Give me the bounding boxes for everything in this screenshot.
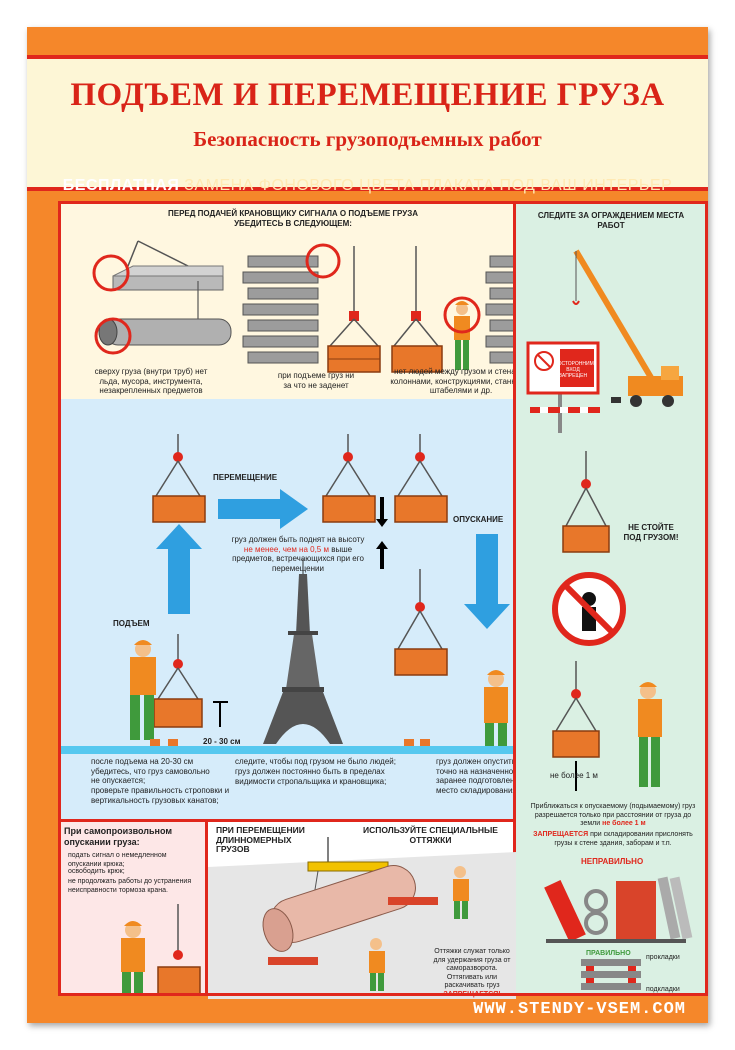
banner-text: ЗАМЕНА ФОНОВОГО ЦВЕТА ПЛАКАТА ПОД ВАШ ИН… xyxy=(184,177,673,194)
dont-stand-under-load: НЕ СТОЙТЕ ПОД ГРУЗОМ! xyxy=(623,523,679,542)
label-lower: ОПУСКАНИЕ xyxy=(453,515,504,524)
label-pads-bottom: подкладки xyxy=(646,986,680,993)
tagline-note-text: Оттяжки служат только для удержания груз… xyxy=(433,948,511,989)
tagline-note-red: ЗАПРЕЩАЕТСЯ! xyxy=(443,990,501,998)
no-entry-sign xyxy=(526,341,600,433)
pre-lift-illustrations xyxy=(92,240,536,373)
height-note: груз должен быть поднят на высоту не мен… xyxy=(228,535,368,573)
label-lift: ПОДЪЕМ xyxy=(113,619,150,628)
poster-title: ПОДЪЕМ И ПЕРЕМЕЩЕНИЕ ГРУЗА xyxy=(70,77,665,113)
pre-lift-heading: ПЕРЕД ПОДАЧЕЙ КРАНОВЩИКУ СИГНАЛА О ПОДЪЕ… xyxy=(168,209,418,228)
use-taglines-heading: ИСПОЛЬЗУЙТЕ СПЕЦИАЛЬНЫЕ ОТТЯЖКИ xyxy=(363,825,498,845)
move-bullet-2: груз должен постоянно быть в пределах ви… xyxy=(235,767,387,786)
pre-lift-checks-panel: ПЕРЕД ПОДАЧЕЙ КРАНОВЩИКУ СИГНАЛА О ПОДЪЕ… xyxy=(58,201,540,399)
approach-crate xyxy=(552,661,662,791)
crate-moved xyxy=(322,434,448,523)
hanging-crate xyxy=(562,451,610,553)
no-standing-under-load-icon xyxy=(552,572,626,646)
header: ПОДЪЕМ И ПЕРЕМЕЩЕНИЕ ГРУЗА Безопасность … xyxy=(27,55,708,191)
lift-move-lower-panel: ПЕРЕМЕЩЕНИЕ ОПУСКАНИЕ ПОДЪЕМ груз должен… xyxy=(58,399,528,819)
caption-no-debris: сверху груза (внутри труб) нет льда, мус… xyxy=(94,367,208,395)
crane-icon xyxy=(572,249,683,407)
website-url[interactable]: WWW.STENDY-VSEM.COM xyxy=(473,1000,686,1019)
eiffel-tower-icon xyxy=(263,559,343,744)
wrong-storage-illustration xyxy=(544,876,693,943)
caption-no-snag: при подъеме груз ни за что не заденет xyxy=(277,371,355,390)
right-safety-column: СЛЕДИТЕ ЗА ОГРАЖДЕНИЕМ МЕСТА РАБОТ xyxy=(513,201,708,996)
ground-line xyxy=(58,746,513,754)
lift-move-lower-illustrations xyxy=(130,434,510,748)
height-note-red: не менее, чем на 0,5 м xyxy=(243,544,329,554)
storage-note-red: ЗАПРЕЩАЕТСЯ xyxy=(533,831,589,838)
lift-bullet-1: после подъема на 20-30 см убедитесь, что… xyxy=(91,757,210,785)
tagline-note: Оттяжки служат только для удержания груз… xyxy=(430,948,514,999)
lower-arrow-icon xyxy=(464,534,510,629)
sign-text: ПОСТОРОННИМ ВХОД ЗАПРЕЩЕН xyxy=(554,361,594,379)
label-move: ПЕРЕМЕЩЕНИЕ xyxy=(213,473,278,482)
label-right: ПРАВИЛЬНО xyxy=(586,950,631,957)
correct-storage-illustration xyxy=(581,959,641,990)
spontaneous-item-1: подать сигнал о немедленном опускании кр… xyxy=(68,852,167,868)
spontaneous-item-3: не продолжать работы до устранения неисп… xyxy=(68,878,192,894)
lift-arrow-icon xyxy=(156,524,202,614)
spontaneous-heading: При самопроизвольном опускании груза: xyxy=(64,826,173,847)
label-wrong: НЕПРАВИЛЬНО xyxy=(581,857,644,866)
slab-and-pipe-illustration xyxy=(92,240,232,355)
long-loads-panel: ПРИ ПЕРЕМЕЩЕНИИ ДЛИННОМЕРНЫХ ГРУЗОВ ИСПО… xyxy=(205,819,516,999)
caption-no-people-between: нет людей между грузом и стенами, колонн… xyxy=(390,367,532,395)
limit-label: не более 1 м xyxy=(550,771,598,780)
spontaneous-lowering-panel: При самопроизвольном опускании груза: по… xyxy=(58,819,205,996)
banner-free: БЕСПЛАТНАЯ xyxy=(62,177,180,194)
long-loads-illustration xyxy=(208,837,516,999)
spontaneous-illustration xyxy=(121,904,201,996)
color-change-banner: БЕСПЛАТНАЯ ЗАМЕНА ФОНОВОГО ЦВЕТА ПЛАКАТА… xyxy=(27,177,708,195)
crate-lifted xyxy=(152,434,206,523)
worker-receiving xyxy=(484,670,508,748)
right-column-illustrations xyxy=(526,249,693,990)
move-arrow-icon xyxy=(218,489,308,529)
poster: ПОДЪЕМ И ПЕРЕМЕЩЕНИЕ ГРУЗА Безопасность … xyxy=(27,27,708,1023)
approach-note: Приближаться к опускаемому (подымаемому)… xyxy=(524,803,702,829)
height-note-part-2: выше предметов, встречающихся при его пе… xyxy=(232,544,364,573)
long-loads-heading: ПРИ ПЕРЕМЕЩЕНИИ ДЛИННОМЕРНЫХ ГРУЗОВ xyxy=(216,825,305,854)
storage-note-text: при складировании прислонять грузы к сте… xyxy=(554,831,693,847)
height-note-part-1: груз должен быть поднят на высоту xyxy=(231,535,365,544)
move-bullet-1: следите, чтобы под грузом не было людей; xyxy=(235,757,396,766)
approach-note-red: не более 1 м xyxy=(602,820,646,827)
poster-subtitle: Безопасность грузоподъемных работ xyxy=(193,127,542,151)
label-pads-top: прокладки xyxy=(646,954,680,961)
spontaneous-item-2: освободить крюк; xyxy=(68,868,125,875)
approach-note-text: Приближаться к опускаемому (подымаемому)… xyxy=(530,803,696,827)
worker-lifting xyxy=(130,634,203,740)
lift-bullet-2: проверьте правильность строповки и верти… xyxy=(91,786,230,805)
dimension-label: 20 - 30 см xyxy=(203,737,241,746)
fence-heading: СЛЕДИТЕ ЗА ОГРАЖДЕНИЕМ МЕСТА РАБОТ xyxy=(537,211,685,230)
lower-bullet: груз должен опуститься точно на назначен… xyxy=(436,757,528,795)
wall-clearance-illustration xyxy=(242,243,381,373)
storage-note: ЗАПРЕЩАЕТСЯ при складировании прислонять… xyxy=(524,831,702,848)
crate-lowering xyxy=(394,569,448,676)
